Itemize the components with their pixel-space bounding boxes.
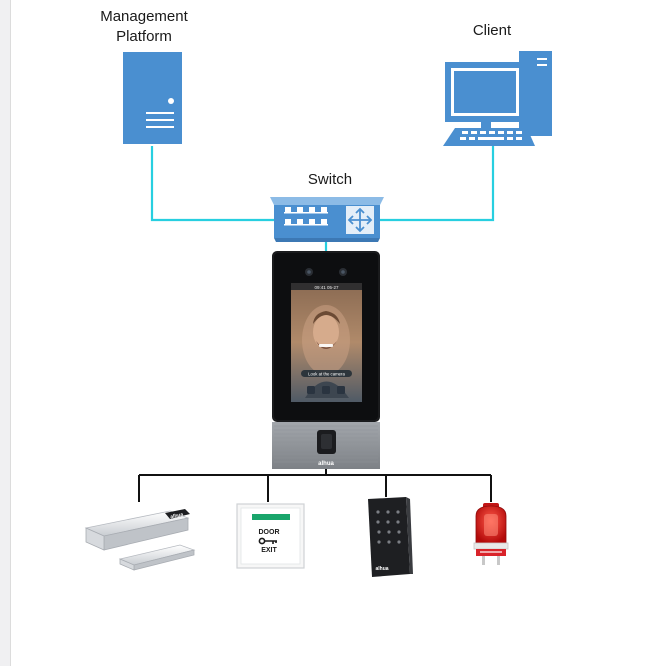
reader-brand-logo: alhua: [375, 566, 388, 572]
access-terminal: 09:41 05-27 Look at the camera alhua: [272, 251, 380, 469]
terminal-brand-logo: alhua: [318, 461, 334, 467]
management-platform-label: Management Platform: [80, 7, 208, 47]
card-reader-icon: alhua: [368, 497, 413, 577]
client-computer-icon: [443, 51, 552, 146]
screen-status-time: 09:41 05-27: [314, 285, 339, 290]
network-links: [150, 146, 495, 252]
switch-label: Switch: [307, 171, 353, 188]
screen-prompt-text: Look at the camera: [308, 372, 345, 377]
peripheral-bus: [138, 469, 492, 502]
lock-brand-logo: alhua: [170, 512, 184, 521]
client-label: Client: [472, 22, 512, 39]
keypad: [376, 510, 401, 544]
screen-button-center: [322, 386, 330, 394]
exit-button-text-exit: EXIT: [261, 547, 277, 554]
alarm-beacon-icon: [473, 503, 509, 565]
magnetic-lock-icon: alhua: [84, 509, 196, 571]
exit-button-icon: DOOR EXIT: [236, 503, 305, 569]
management-to-switch-link: [150, 146, 274, 222]
client-to-switch-link: [380, 146, 495, 222]
management-label-line2: Platform: [116, 28, 172, 45]
server-icon: [123, 52, 182, 144]
left-margin: [0, 0, 11, 666]
management-label-line1: Management: [100, 8, 188, 25]
switch-icon: [270, 197, 384, 242]
exit-button-text-door: DOOR: [259, 529, 280, 536]
key-icon: [258, 537, 277, 545]
screen-button-right: [337, 386, 345, 394]
terminal-screen: 09:41 05-27 Look at the camera: [291, 283, 362, 402]
screen-button-left: [307, 386, 315, 394]
